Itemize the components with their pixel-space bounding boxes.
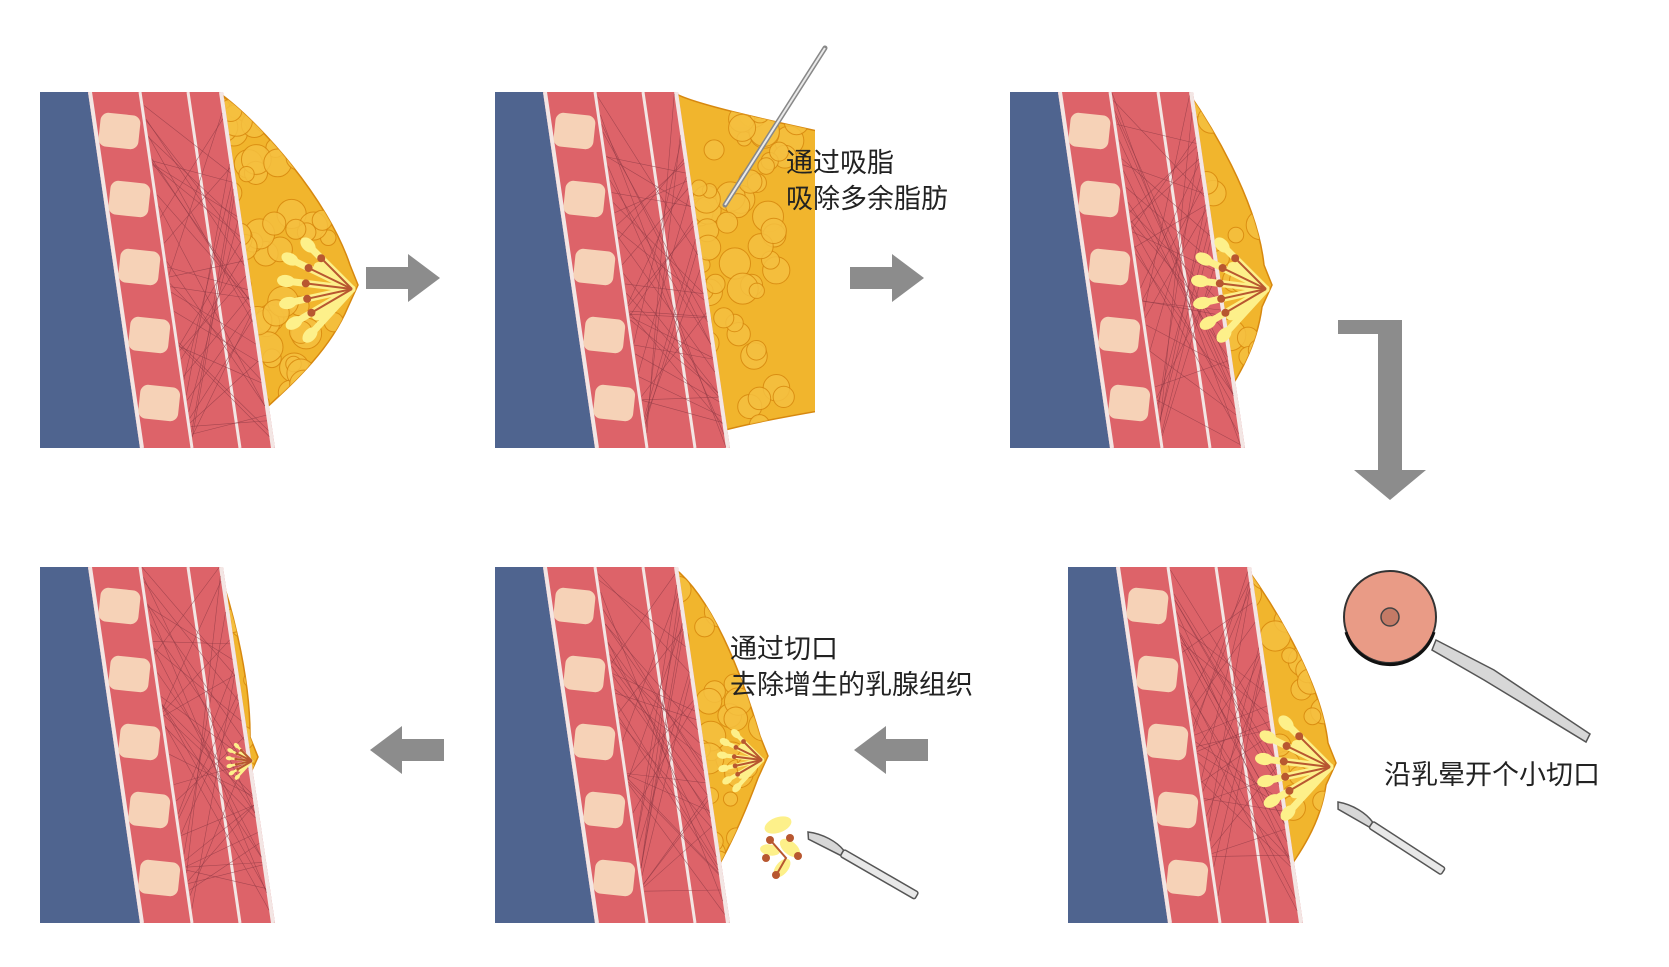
panel-final-result [40,567,275,923]
arrow-step-1 [366,254,440,302]
label-liposuction: 通过吸脂 吸除多余脂肪 [786,146,948,218]
panel-fat-removed [1010,92,1273,448]
label-incision-line-1: 沿乳晕开个小切口 [1384,760,1600,791]
arrow-step-3-bent [1338,320,1426,500]
panel-after-liposuction [495,92,815,448]
arrow-step-5 [370,726,444,774]
panel-gland-removal [495,567,769,923]
label-liposuction-line-2: 吸除多余脂肪 [786,184,948,215]
scalpel-icon [1337,801,1446,875]
removed-gland-fragments [760,816,802,879]
panel-original [40,92,359,448]
label-removal: 通过切口 去除增生的乳腺组织 [730,632,973,704]
areola-incision-icon [1343,570,1591,744]
arrow-step-2 [850,254,924,302]
panel-areola-incision [1068,567,1337,923]
label-removal-line-2: 去除增生的乳腺组织 [730,670,973,701]
scalpel-icon-2 [807,831,919,900]
label-removal-line-1: 通过切口 [730,634,838,665]
arrow-step-4 [854,726,928,774]
label-incision: 沿乳晕开个小切口 [1384,758,1600,794]
liposuction-cannula-icon [722,45,828,208]
label-liposuction-line-1: 通过吸脂 [786,148,894,179]
